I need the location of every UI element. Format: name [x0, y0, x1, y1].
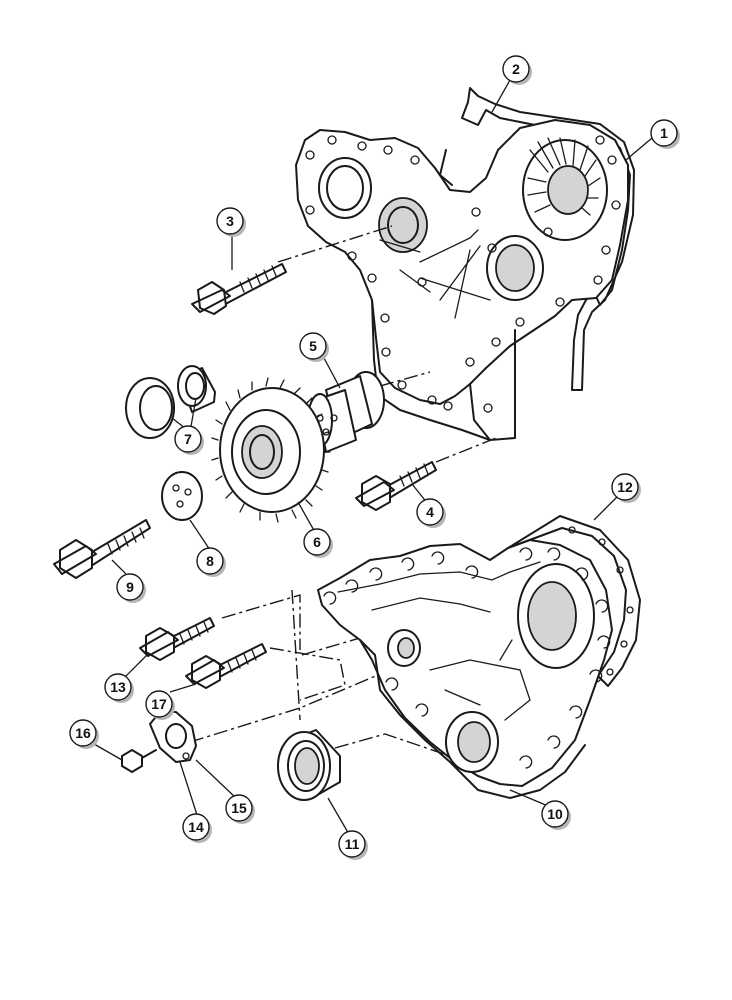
part-6-gear: [211, 377, 331, 523]
callout-4: 4: [416, 498, 446, 528]
callout-label-11: 11: [345, 836, 360, 852]
callout-6: 6: [303, 528, 333, 558]
callout-label-13: 13: [110, 679, 126, 695]
callout-label-3: 3: [226, 213, 234, 229]
callout-17: 17: [145, 690, 175, 720]
part-13-bolt: [139, 617, 215, 661]
callout-1: 1: [650, 119, 680, 149]
part-16-screw: [121, 749, 157, 773]
callout-14: 14: [182, 813, 212, 843]
part-5-hub: [307, 371, 385, 453]
part-1-housing: [295, 119, 629, 441]
callout-13: 13: [104, 673, 134, 703]
part-9-bolt: [53, 519, 151, 579]
assembly-lines: [189, 225, 497, 757]
callout-label-1: 1: [660, 125, 668, 141]
part-17-bolt: [185, 643, 267, 689]
callout-label-5: 5: [309, 338, 317, 354]
callout-label-9: 9: [126, 579, 134, 595]
callout-16: 16: [69, 719, 99, 749]
part-7-bushings: [125, 365, 216, 439]
callout-11: 11: [338, 830, 368, 860]
callout-9: 9: [116, 573, 146, 603]
callout-5: 5: [299, 332, 329, 362]
callout-12: 12: [611, 473, 641, 503]
callout-label-15: 15: [231, 800, 247, 816]
leader-lines: [93, 79, 653, 837]
callout-label-17: 17: [151, 696, 167, 712]
part-10-cover: [317, 539, 613, 799]
part-4-bolt: [355, 461, 437, 511]
callout-label-8: 8: [206, 553, 214, 569]
callout-2: 2: [502, 55, 532, 85]
callout-label-12: 12: [617, 479, 633, 495]
callout-label-2: 2: [512, 61, 520, 77]
callout-label-16: 16: [75, 725, 91, 741]
part-12-gasket: [507, 515, 641, 687]
part-3-bolt: [191, 263, 287, 315]
callout-8: 8: [196, 547, 226, 577]
callout-15: 15: [225, 794, 255, 824]
callout-label-4: 4: [426, 504, 434, 520]
callout-label-10: 10: [547, 806, 563, 822]
callout-10: 10: [541, 800, 571, 830]
callout-label-6: 6: [313, 534, 321, 550]
part-8-washer: [161, 471, 203, 521]
callout-7: 7: [174, 425, 204, 455]
callout-label-7: 7: [184, 431, 192, 447]
part-15-plate: [149, 711, 197, 763]
callout-label-14: 14: [188, 819, 204, 835]
part-11-seal: [277, 729, 341, 801]
callout-3: 3: [216, 207, 246, 237]
